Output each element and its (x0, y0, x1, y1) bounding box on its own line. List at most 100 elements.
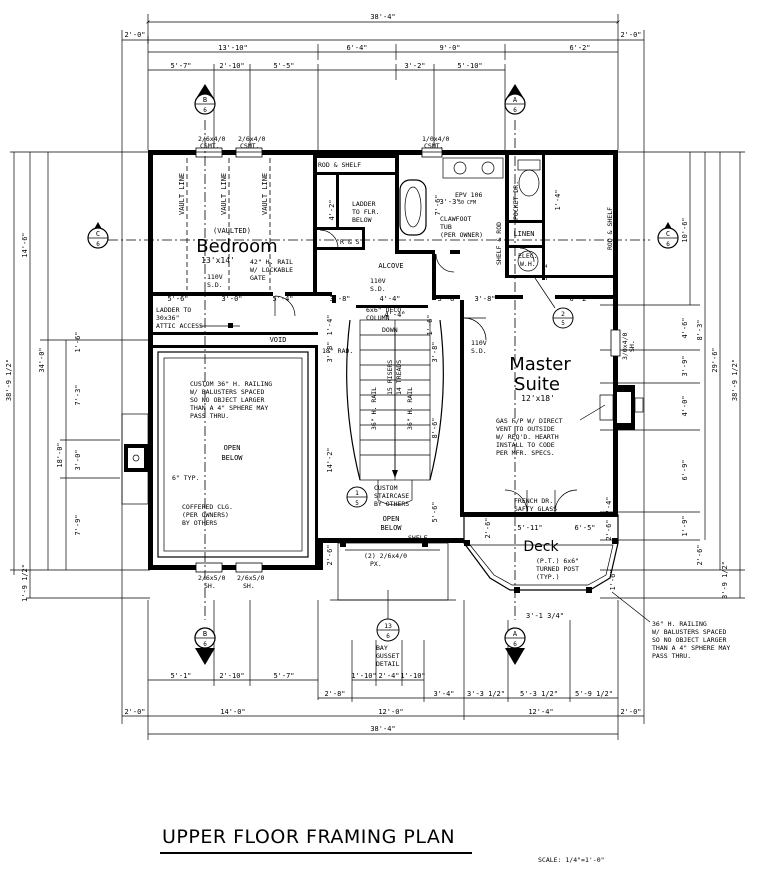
svg-text:CUSTOM: CUSTOM (374, 484, 398, 492)
vault-line-label-3: VAULT LINE (261, 173, 269, 215)
svg-text:5'-10": 5'-10" (457, 62, 482, 70)
svg-text:8'-3": 8'-3" (696, 319, 704, 340)
svg-text:GUSSET: GUSSET (376, 652, 400, 660)
detail-marker-13[interactable]: 13 6 (376, 590, 400, 642)
svg-text:GATE: GATE (250, 274, 266, 282)
svg-text:36" H. RAIL: 36" H. RAIL (406, 387, 414, 430)
svg-text:36" H. RAILING: 36" H. RAILING (652, 620, 707, 628)
svg-text:SHELF: SHELF (408, 534, 428, 542)
svg-text:3'-1 3/4": 3'-1 3/4" (526, 612, 564, 620)
section-marker-c-right[interactable]: C 6 (657, 222, 679, 249)
note-rod-shelf-1: ROD & SHELF (318, 161, 361, 169)
svg-text:(PER OWNER): (PER OWNER) (440, 231, 483, 239)
deck-outline (463, 514, 619, 593)
svg-text:PASS THRU.: PASS THRU. (652, 652, 691, 660)
svg-text:3'-2": 3'-2" (541, 259, 549, 280)
svg-text:(PER OWNERS): (PER OWNERS) (182, 511, 229, 519)
svg-text:14 TREADS: 14 TREADS (395, 360, 403, 395)
svg-text:C: C (666, 230, 670, 238)
svg-text:6'-4": 6'-4" (346, 44, 367, 52)
svg-text:DOWN: DOWN (382, 326, 398, 334)
svg-text:7'-3": 7'-3" (74, 384, 82, 405)
svg-text:SH.: SH. (204, 582, 216, 590)
alcove-label: ALCOVE (378, 262, 403, 270)
interior-walls (148, 155, 613, 567)
svg-text:CSMT.: CSMT. (240, 142, 260, 150)
svg-text:2'-6": 2'-6" (696, 544, 704, 565)
section-marker-c-left[interactable]: C 6 (87, 222, 109, 249)
svg-text:W/ BALUSTERS SPACED: W/ BALUSTERS SPACED (652, 628, 726, 636)
svg-text:5: 5 (561, 320, 565, 327)
svg-text:38'-9 1/2": 38'-9 1/2" (731, 359, 739, 401)
svg-text:3'-8": 3'-8" (474, 295, 495, 303)
svg-text:TURNED POST: TURNED POST (536, 565, 579, 573)
svg-text:1'-9 1/2": 1'-9 1/2" (21, 564, 29, 602)
svg-text:14'-2": 14'-2" (326, 447, 334, 472)
svg-text:42" H. RAIL: 42" H. RAIL (250, 258, 293, 266)
svg-text:1'-6": 1'-6" (609, 569, 617, 590)
open-below-2b: BELOW (380, 524, 402, 532)
svg-text:14'-6": 14'-6" (21, 232, 29, 257)
svg-text:2'-6": 2'-6" (605, 519, 613, 540)
svg-text:GAS F/P W/ DIRECT: GAS F/P W/ DIRECT (496, 417, 563, 425)
svg-text:LADDER TO: LADDER TO (156, 306, 191, 314)
svg-text:BAY: BAY (376, 644, 388, 652)
svg-text:3'-8": 3'-8" (326, 341, 334, 362)
svg-text:6: 6 (513, 107, 517, 114)
svg-text:(TYP.): (TYP.) (536, 573, 559, 581)
detail-marker-2[interactable]: 2 5 (534, 277, 574, 329)
dimension-text: 38'-4" 2'-0" 2'-0" 13'-10" 6'-4" 9'-0" 6… (5, 13, 739, 733)
svg-text:4'-2": 4'-2" (328, 199, 336, 220)
vault-lines: VAULT LINE VAULT LINE VAULT LINE (178, 158, 271, 290)
master-size: 12'x18' (521, 394, 555, 403)
svg-text:50 CFM: 50 CFM (458, 200, 476, 206)
svg-text:2/6x4/0: 2/6x4/0 (198, 135, 225, 143)
svg-text:1'-6": 1'-6" (426, 314, 434, 335)
svg-text:PASS THRU.: PASS THRU. (190, 412, 229, 420)
svg-text:5'-6": 5'-6" (167, 295, 188, 303)
detail-marker-1[interactable]: 1 5 (346, 486, 368, 508)
svg-text:6: 6 (386, 633, 390, 640)
svg-text:6: 6 (513, 641, 517, 648)
svg-text:5'-3 1/2": 5'-3 1/2" (520, 690, 558, 698)
svg-text:1'-6": 1'-6" (74, 331, 82, 352)
section-marker-a-top[interactable]: A 6 (504, 84, 526, 115)
svg-text:3'-2": 3'-2" (404, 62, 425, 70)
section-marker-b-top[interactable]: B 6 (194, 84, 216, 115)
svg-text:6x6" DECO.: 6x6" DECO. (366, 306, 405, 314)
svg-text:1'-4": 1'-4" (554, 189, 562, 210)
open-below-1b: BELOW (221, 454, 243, 462)
svg-text:C: C (96, 230, 100, 238)
svg-text:3'-4": 3'-4" (433, 690, 454, 698)
svg-text:ATTIC ACCESS: ATTIC ACCESS (156, 322, 203, 330)
svg-text:VENT TO OUTSIDE: VENT TO OUTSIDE (496, 425, 555, 433)
svg-text:EPV 106: EPV 106 (455, 191, 482, 199)
svg-text:FRENCH DR.: FRENCH DR. (514, 497, 553, 505)
svg-text:INSTALL TO CODE: INSTALL TO CODE (496, 441, 555, 449)
svg-text:1'-10": 1'-10" (400, 672, 425, 680)
svg-text:THAN A 4" SPHERE MAY: THAN A 4" SPHERE MAY (652, 644, 730, 652)
svg-text:2'-0": 2'-0" (620, 31, 641, 39)
svg-text:BY OTHERS: BY OTHERS (182, 519, 217, 527)
svg-text:110V: 110V (207, 273, 223, 281)
bedroom-size: 13'x14' (201, 256, 235, 265)
svg-text:5'-5": 5'-5" (273, 62, 294, 70)
svg-text:W.H.: W.H. (520, 260, 536, 268)
svg-text:38'-9 1/2": 38'-9 1/2" (5, 359, 13, 401)
svg-text:W/ BALUSTERS SPACED: W/ BALUSTERS SPACED (190, 388, 264, 396)
svg-text:3'-9": 3'-9" (681, 355, 689, 376)
svg-text:POCKET DR.: POCKET DR. (512, 181, 520, 220)
svg-text:15 RISERS: 15 RISERS (386, 360, 394, 395)
windows-top (195, 147, 621, 573)
section-marker-b-bottom[interactable]: B 6 (194, 627, 216, 665)
page-title: UPPER FLOOR FRAMING PLAN (162, 826, 456, 848)
svg-text:36" H. RAIL: 36" H. RAIL (370, 387, 378, 430)
master-label-2: Suite (514, 374, 560, 395)
svg-text:2'-6": 2'-6" (326, 544, 334, 565)
deck-label: Deck (523, 539, 559, 555)
svg-text:12'-4": 12'-4" (528, 708, 553, 716)
svg-text:7'-9": 7'-9" (74, 514, 82, 535)
svg-text:6: 6 (203, 107, 207, 114)
section-marker-a-bottom[interactable]: A 6 (504, 627, 526, 665)
svg-text:13'-10": 13'-10" (218, 44, 248, 52)
